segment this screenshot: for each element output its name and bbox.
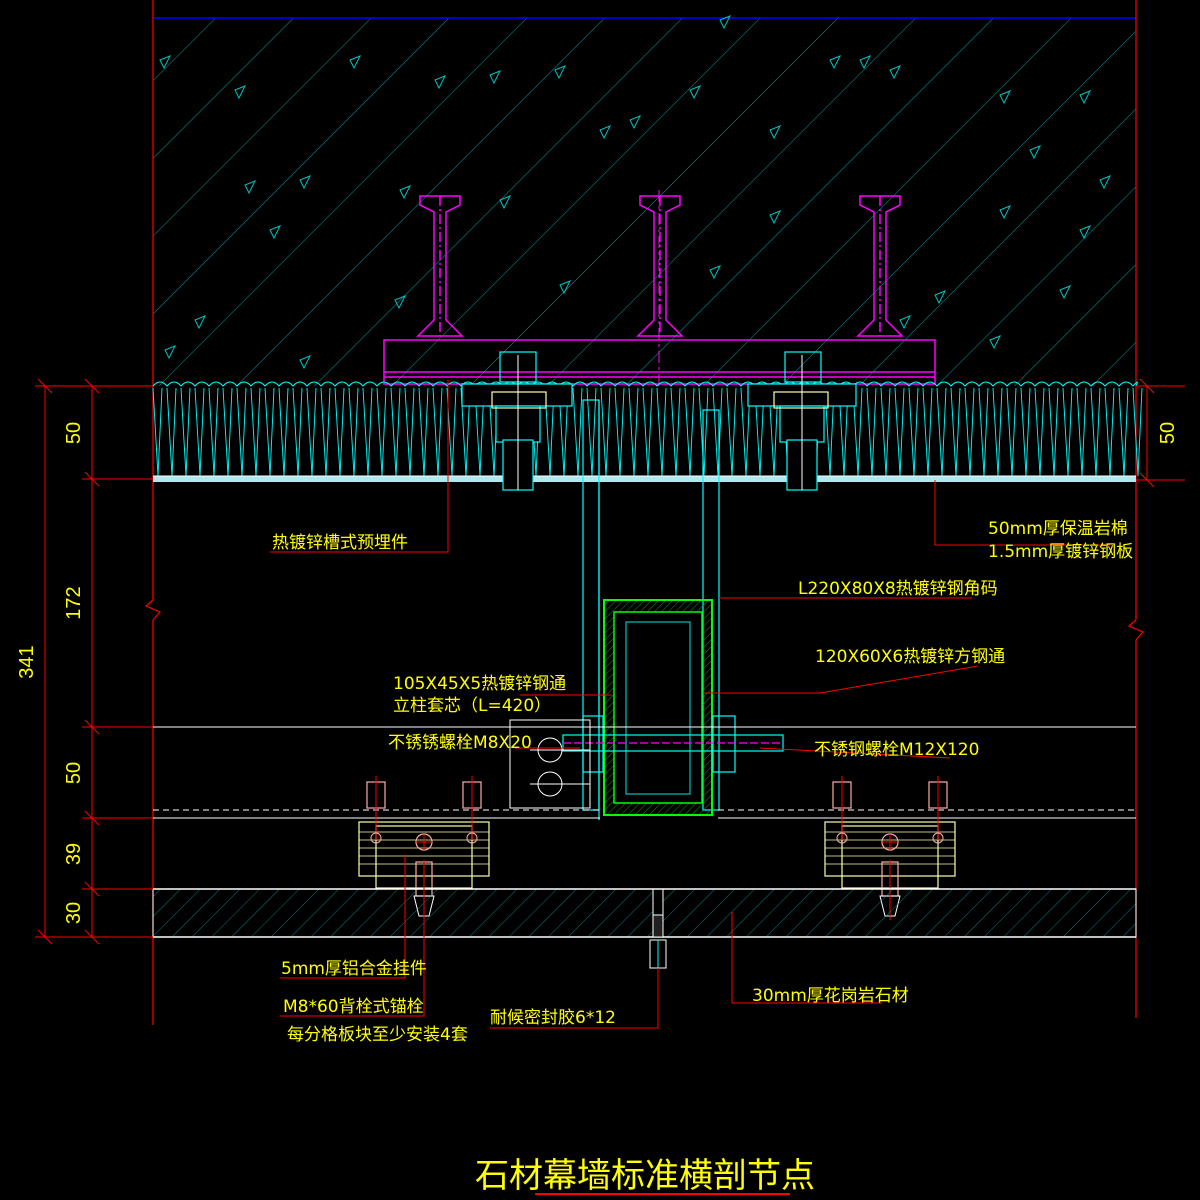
concrete-hatch xyxy=(489,70,502,85)
concrete-hatch xyxy=(554,65,567,80)
concrete-hatch xyxy=(244,180,257,195)
dim-172: 172 xyxy=(63,586,85,619)
label-insulation-1: 50mm厚保温岩棉 xyxy=(988,519,1128,539)
concrete-hatch xyxy=(499,195,512,210)
concrete-hatch xyxy=(999,205,1012,220)
bolt-icon xyxy=(462,776,482,844)
concrete-hatch xyxy=(194,315,207,330)
bolt-nuts-top xyxy=(491,355,829,490)
square-steel-tube xyxy=(603,599,713,816)
concrete-hatch xyxy=(769,125,782,140)
concrete-hatch xyxy=(899,315,912,330)
concrete-hatch xyxy=(859,55,872,70)
leader-lines xyxy=(270,380,1110,1029)
concrete-hatch xyxy=(349,55,362,70)
concrete-hatch xyxy=(709,265,722,280)
aluminum-hanger xyxy=(358,776,956,920)
dim-39: 39 xyxy=(63,843,85,865)
dim-50-top: 50 xyxy=(63,422,85,444)
concrete-hatch xyxy=(1079,90,1092,105)
concrete-hatch xyxy=(394,295,407,310)
dimension-lines xyxy=(35,378,1185,945)
concrete-hatch xyxy=(159,55,172,70)
concrete-hatch xyxy=(1059,285,1072,300)
break-line-icon xyxy=(144,599,161,621)
bolt-icon xyxy=(832,776,852,844)
bolt-icon xyxy=(366,776,386,844)
section-borders xyxy=(144,0,1144,1025)
insulation-layer xyxy=(152,381,1143,482)
concrete-hatch xyxy=(934,290,947,305)
label-anchor-1: M8*60背栓式锚栓 xyxy=(283,997,424,1017)
dim-341: 341 xyxy=(16,645,38,678)
concrete-hatch xyxy=(559,280,572,295)
concrete-hatch xyxy=(399,185,412,200)
label-sleeve-2: 立柱套芯（L=420） xyxy=(393,696,551,716)
bolt-icon xyxy=(928,776,948,844)
concrete-hatch xyxy=(164,345,177,360)
label-bolt-m12: 不锈钢螺栓M12X120 xyxy=(814,740,979,760)
label-sealant: 耐候密封胶6*12 xyxy=(490,1008,616,1028)
concrete-hatch xyxy=(234,85,247,100)
break-line-icon xyxy=(1127,619,1144,641)
concrete-hatch xyxy=(1099,175,1112,190)
i-beam-anchor xyxy=(416,195,464,337)
label-hanger: 5mm厚铝合金挂件 xyxy=(281,959,427,979)
dim-30: 30 xyxy=(63,902,85,924)
concrete-hatch xyxy=(299,355,312,370)
label-embedded-part: 热镀锌槽式预埋件 xyxy=(272,533,408,553)
label-square-tube: 120X60X6热镀锌方钢通 xyxy=(815,647,1005,667)
page-title: 石材幕墙标准横剖节点 xyxy=(475,1156,815,1196)
concrete-wall xyxy=(153,15,1136,386)
concrete-hatch xyxy=(269,225,282,240)
concrete-hatch xyxy=(689,85,702,100)
i-beam-anchor xyxy=(856,195,904,337)
m12-bolt xyxy=(562,715,784,773)
concrete-hatch xyxy=(1079,225,1092,240)
m8-bolt-assembly xyxy=(509,719,591,809)
concrete-hatch xyxy=(999,90,1012,105)
concrete-hatch xyxy=(299,175,312,190)
granite-panels xyxy=(152,888,1137,938)
dim-50-right: 50 xyxy=(1157,422,1179,444)
label-angle-bracket: L220X80X8热镀锌钢角码 xyxy=(798,579,998,599)
concrete-hatch xyxy=(629,115,642,130)
concrete-hatch xyxy=(989,335,1002,350)
concrete-hatch xyxy=(829,55,842,70)
label-bolt-m8: 不锈锈螺栓M8X20 xyxy=(388,733,532,753)
i-beam-anchor xyxy=(636,195,684,337)
concrete-hatch xyxy=(769,210,782,225)
concrete-hatch xyxy=(599,125,612,140)
i-beam-anchor xyxy=(416,195,904,337)
dim-50-mid: 50 xyxy=(63,762,85,784)
concrete-hatch xyxy=(159,15,1112,370)
concrete-hatch xyxy=(1029,145,1042,160)
label-anchor-2: 每分格板块至少安装4套 xyxy=(287,1025,468,1045)
label-sleeve-1: 105X45X5热镀锌钢通 xyxy=(393,674,566,694)
label-granite: 30mm厚花岗岩石材 xyxy=(752,986,909,1006)
label-insulation-2: 1.5mm厚镀锌钢板 xyxy=(988,542,1133,562)
concrete-hatch xyxy=(889,65,902,80)
concrete-hatch xyxy=(719,15,732,30)
concrete-hatch xyxy=(434,75,447,90)
